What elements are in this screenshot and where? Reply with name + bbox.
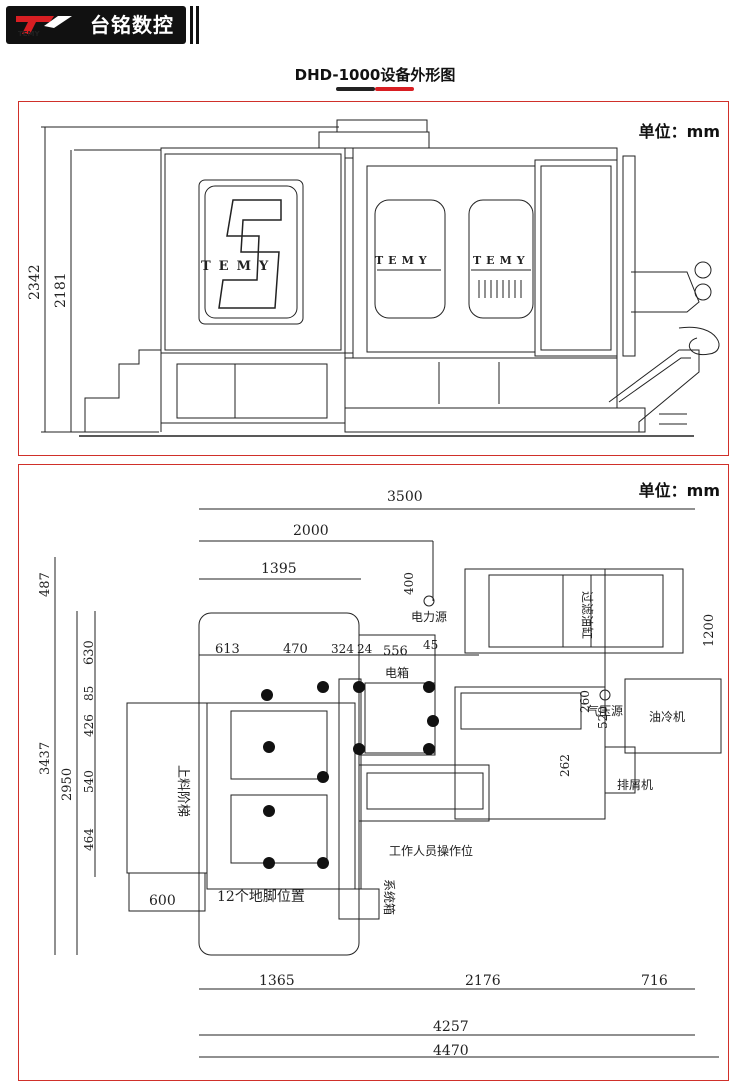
dim-vertical: 1200 [702,614,717,647]
dim-vertical: 3437 [38,742,53,775]
label-oil-tank: 过滤油缸 [580,591,595,639]
brand-en-text: TEMY [18,30,41,38]
dim-vertical: 487 [38,572,53,597]
unit-label: 单位：mm [638,481,720,500]
dim-bottom: 4470 [433,1043,469,1059]
dim-height-total: 2342 [27,264,43,300]
dim-bottom: 2176 [465,973,501,989]
dim-top: 613 [215,642,240,657]
dim-height-machine: 2181 [53,272,69,308]
dim-vertical: 520 [596,706,610,729]
side-view-drawing: TEMY TEMY TEMY 2342 2181 [27,119,720,437]
dim-top: 556 [383,644,408,659]
unit-label: 单位：mm [638,122,720,141]
dim-bottom: 600 [149,893,176,909]
temy-logo-icon: TEMY [16,16,72,38]
top-view-panel: 单位：mm [18,464,729,1081]
brand-cn-text: 台铭数控 [90,13,174,37]
dim-vertical: 464 [82,828,96,851]
label-chip-conveyor: 排屑机 [617,778,653,792]
label-oil-cooler: 油冷机 [649,710,685,724]
dim-bottom: 4257 [433,1019,469,1035]
dim-top: 324 [331,642,354,656]
dim-top: 24 [357,642,373,656]
divider-bars-icon [190,6,199,44]
label-system-box: 系统箱 [382,879,397,915]
dim-top: 470 [283,642,308,657]
dim-vertical: 426 [82,714,96,737]
dim-top: 45 [423,638,438,652]
dim-vertical: 2950 [60,768,75,801]
machine-brand-label: TEMY [473,254,530,267]
machine-brand-label: TEMY [201,259,276,274]
dim-top: 2000 [293,523,329,539]
top-view-drawing: 3500 2000 1395 613 470 324 24 556 45 487… [38,489,722,1059]
label-electric-box: 电箱 [385,665,409,680]
dim-vertical: 85 [82,686,96,701]
title-underline [336,87,414,91]
header: TEMY 台铭数控 [0,0,750,52]
dim-bottom: 1365 [259,973,295,989]
page-title: DHD-1000设备外形图 [294,66,456,84]
dim-vertical: 630 [82,640,97,665]
label-power: 电力源 [411,610,447,624]
dim-bottom: 716 [641,973,668,989]
label-ladder: 上料阶梯 [175,765,190,817]
dim-vertical: 262 [558,754,572,777]
label-feet: 12个地脚位置 [217,889,305,905]
dim-vertical: 260 [578,690,592,713]
dim-vertical: 540 [82,770,96,793]
brand-logo: TEMY 台铭数控 [6,6,186,44]
label-operator: 工作人员操作位 [389,843,473,858]
label-air: 气压源 [587,703,623,718]
dim-top: 3500 [387,489,423,505]
machine-brand-label: TEMY [375,254,432,267]
dim-top: 1395 [261,561,297,577]
dim-vertical: 400 [402,572,416,595]
side-view-panel: 单位：mm [18,101,729,456]
